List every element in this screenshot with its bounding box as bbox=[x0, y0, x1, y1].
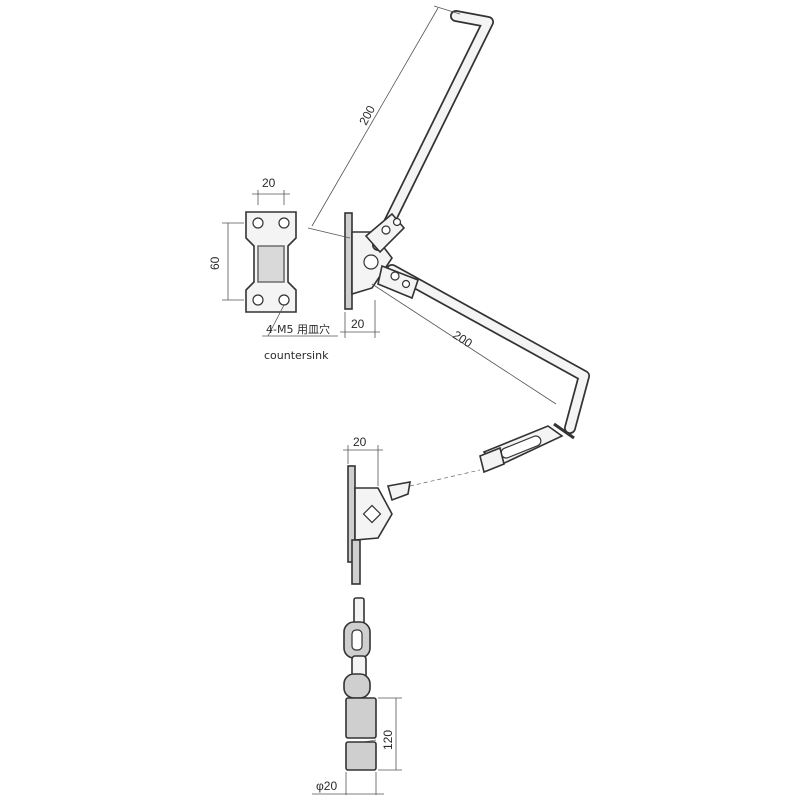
pin-diameter-label: φ20 bbox=[316, 779, 337, 793]
mount-hole-top-left bbox=[252, 217, 264, 229]
dim-upper-arm: 200 bbox=[307, 5, 461, 239]
plate-width-label: 20 bbox=[262, 176, 276, 190]
upper-arm bbox=[364, 10, 494, 254]
chain-segment-length-label: 120 bbox=[381, 730, 395, 750]
upper-arm-length-label: 200 bbox=[356, 103, 378, 128]
lower-pivot bbox=[362, 504, 382, 524]
dim-bracket-depth: 20 bbox=[340, 300, 380, 338]
mount-hole-bottom-right bbox=[278, 294, 290, 306]
bracket-depth-label: 20 bbox=[351, 317, 365, 331]
lower-bracket-depth-label: 20 bbox=[353, 435, 367, 449]
mounting-plate bbox=[245, 211, 297, 313]
mount-hole-bottom-left bbox=[252, 294, 264, 306]
dim-plate-width: 20 bbox=[252, 176, 290, 205]
dim-pin-diameter: φ20 bbox=[312, 772, 384, 795]
hole-spec-en-label: countersink bbox=[264, 349, 329, 362]
hole-spec-label: 4-M5 bbox=[266, 323, 293, 336]
plate-height-label: 60 bbox=[208, 256, 222, 270]
upper-pivot bbox=[363, 254, 379, 270]
dim-plate-height: 60 bbox=[208, 222, 244, 301]
upper-bracket bbox=[344, 212, 393, 310]
lower-arm bbox=[377, 264, 590, 434]
mount-hole-top-right bbox=[278, 217, 290, 229]
engagement-line bbox=[409, 469, 481, 487]
dim-chain-segment: 120 bbox=[378, 697, 402, 771]
dim-lower-bracket: 20 bbox=[343, 435, 383, 486]
lower-bracket bbox=[347, 465, 411, 563]
chain bbox=[343, 539, 371, 699]
latch-hook bbox=[479, 422, 575, 474]
hole-spec-note: 4-M5 用皿穴 countersink bbox=[262, 304, 338, 362]
lower-arm-length-label: 200 bbox=[450, 328, 475, 351]
pin bbox=[345, 697, 377, 771]
hole-spec-jp-label: 用皿穴 bbox=[297, 322, 330, 336]
